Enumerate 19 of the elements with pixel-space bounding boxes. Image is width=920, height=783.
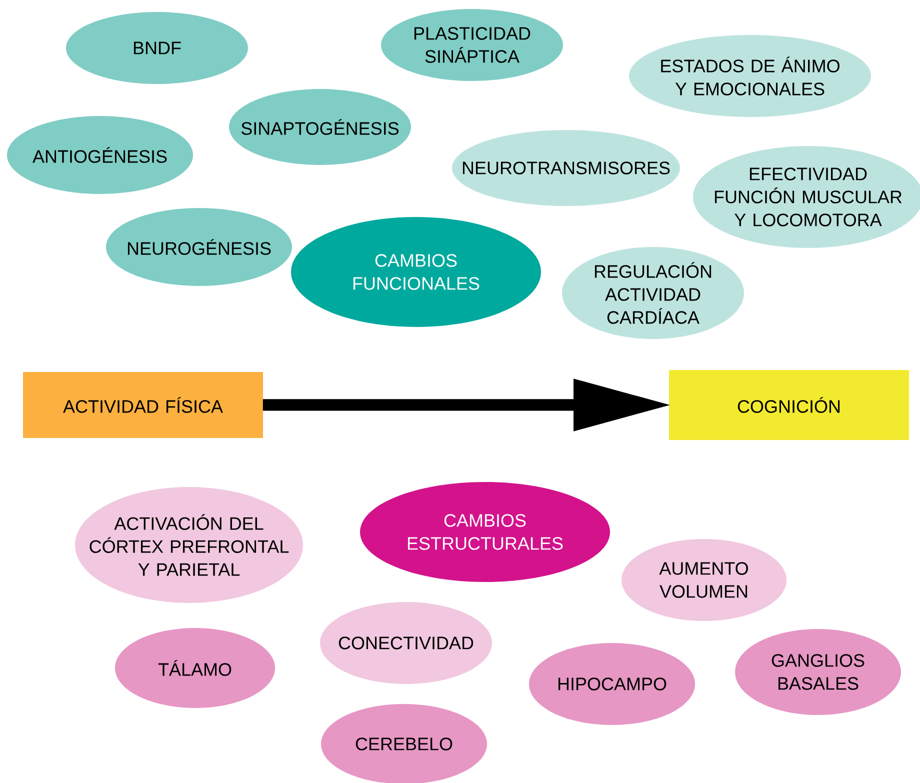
ellipse-node: SINAPTOGÉNESIS (229, 88, 411, 165)
ellipse-node: NEUROTRANSMISORES (452, 130, 680, 206)
ellipse-node: CONECTIVIDAD (320, 602, 492, 684)
arrow (262, 378, 670, 432)
rectangle-box: ACTIVIDAD FÍSICA (23, 372, 263, 438)
ellipse-node: CAMBIOS ESTRUCTURALES (360, 482, 610, 582)
ellipse-node: HIPOCAMPO (529, 642, 695, 725)
ellipse-node: ESTADOS DE ÁNIMO Y EMOCIONALES (629, 34, 871, 117)
ellipse-node: BNDF (66, 12, 248, 84)
rectangle-box: COGNICIÓN (669, 370, 909, 440)
ellipse-node: PLASTICIDAD SINÁPTICA (381, 8, 563, 81)
ellipse-node: ACTIVACIÓN DEL CÓRTEX PREFRONTAL Y PARIETAL (75, 486, 303, 603)
ellipse-node: CAMBIOS FUNCIONALES (291, 216, 541, 327)
ellipse-node: ANTIOGÉNESIS (7, 116, 193, 194)
ellipse-node: GANGLIOS BASALES (735, 628, 901, 715)
ellipse-node: AUMENTO VOLUMEN (622, 538, 786, 621)
ellipse-node: REGULACIÓN ACTIVIDAD CARDÍACA (562, 246, 744, 339)
ellipse-node: TÁLAMO (115, 628, 275, 708)
ellipse-node: NEUROGÉNESIS (106, 208, 292, 286)
